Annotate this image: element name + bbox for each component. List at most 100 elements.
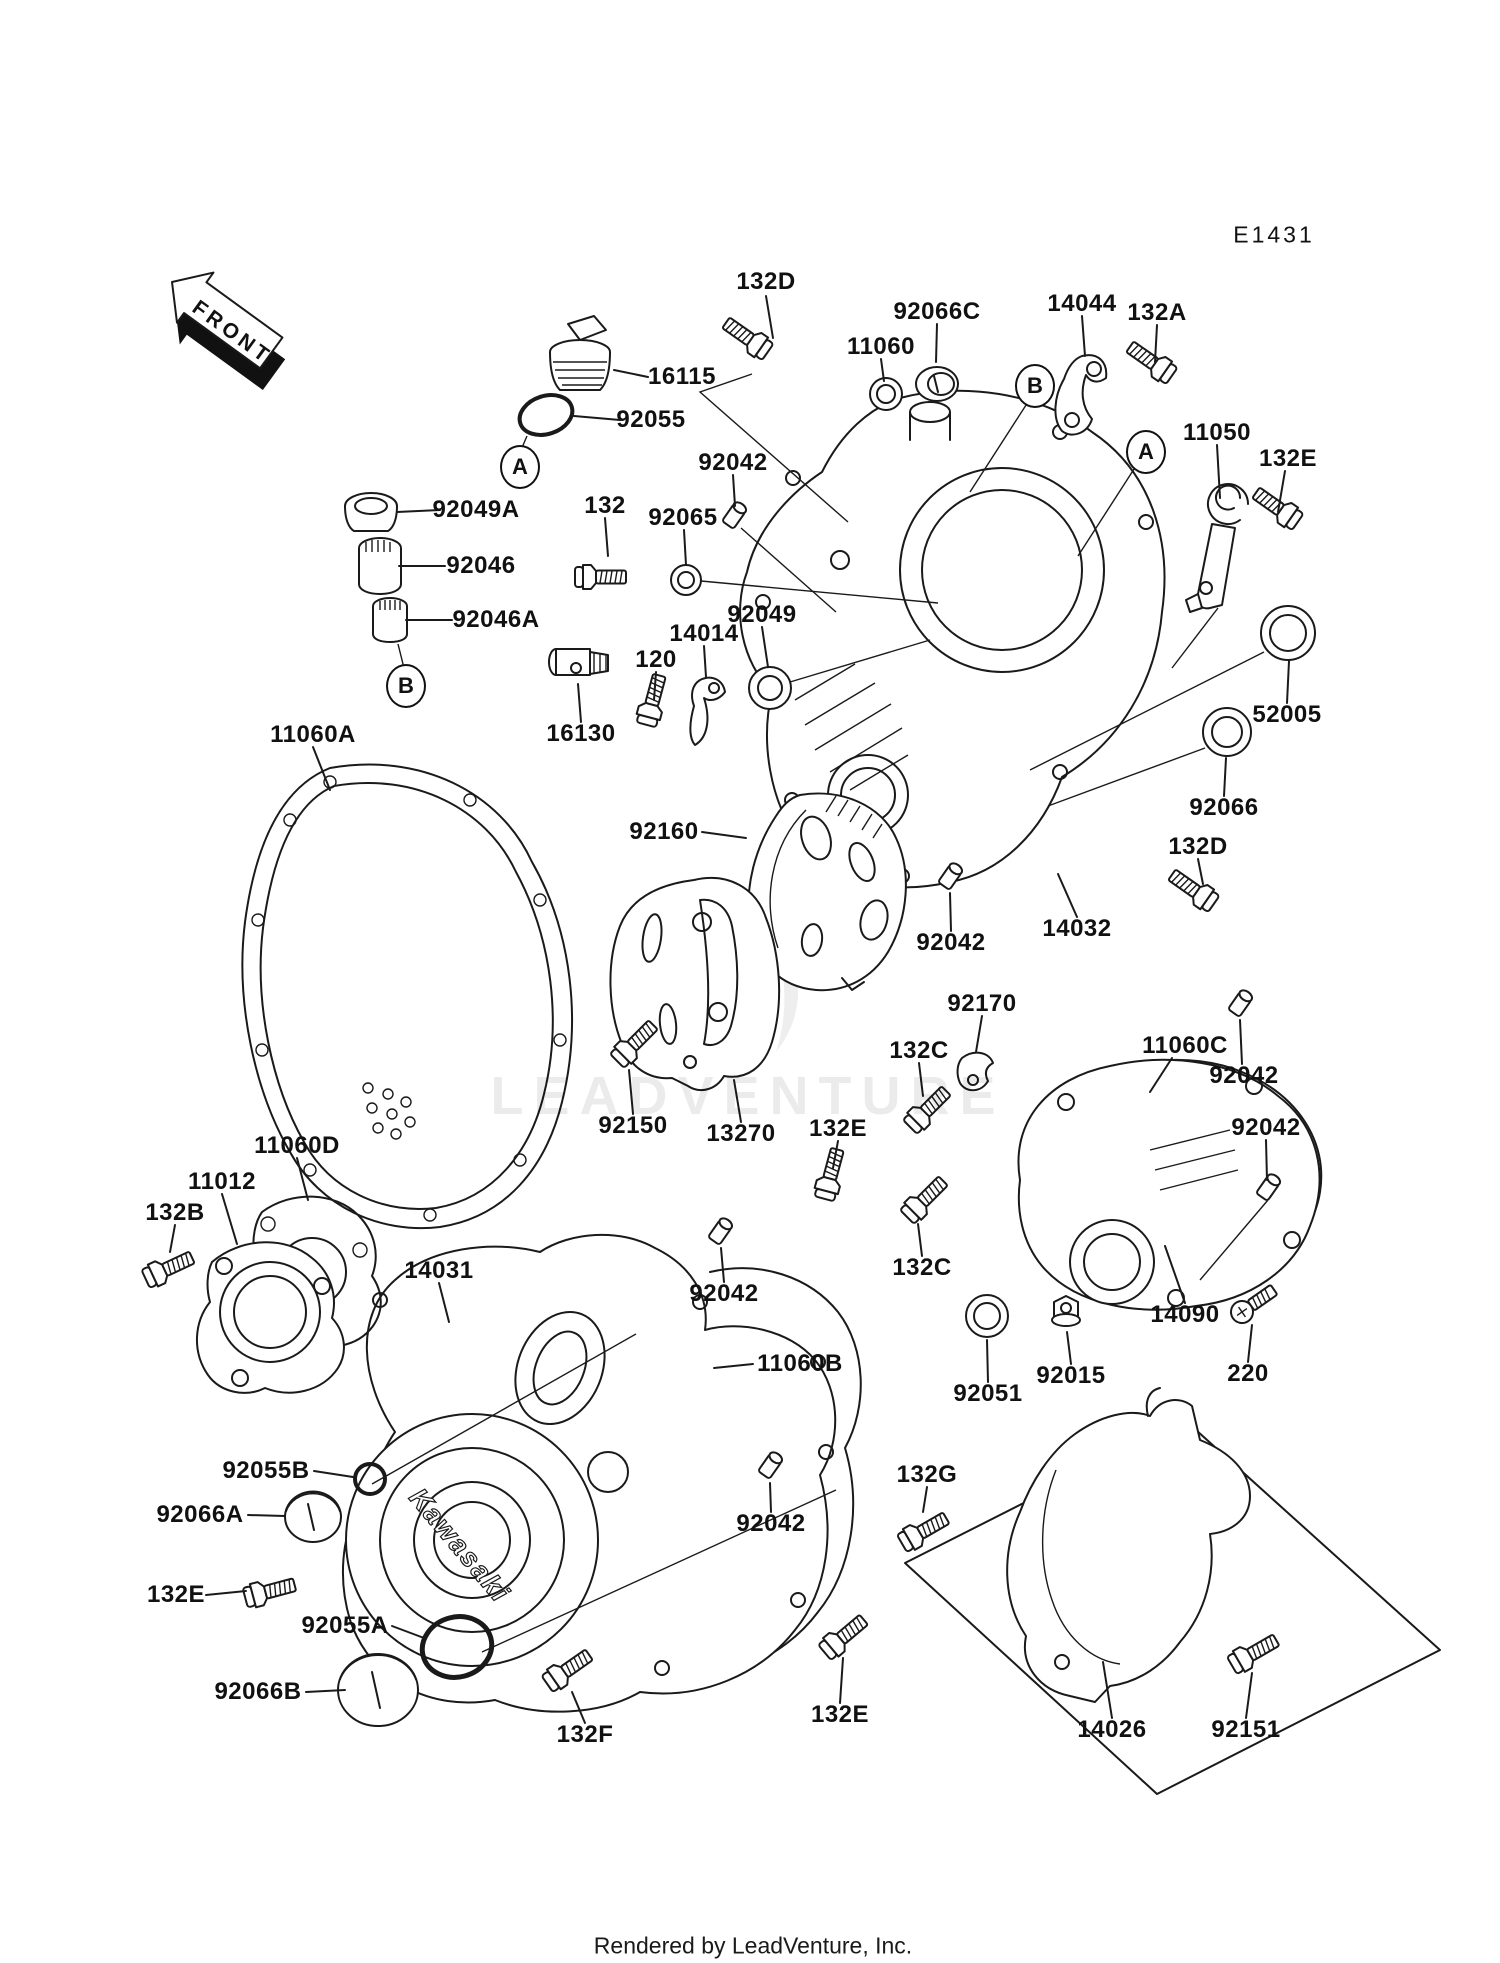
part-label-132c-41: 132C	[892, 1254, 952, 1281]
leader-line-92042-25	[949, 892, 952, 932]
part-label-14044-8: 14044	[1047, 290, 1117, 317]
bolt-132E-mid	[811, 1145, 850, 1203]
part-label-92042-38: 92042	[689, 1280, 759, 1307]
seal-11060-drawing	[869, 377, 903, 411]
leader-line-92049a-3	[396, 509, 441, 513]
seal-92051-drawing	[965, 1294, 1009, 1338]
bolt-92151	[1224, 1628, 1284, 1677]
assembly-lines	[371, 373, 1269, 1653]
part-label-14014-16: 14014	[669, 620, 739, 647]
footer-credit: Rendered by LeadVenture, Inc.	[593, 1932, 913, 1959]
part-label-11060d-34: 11060D	[254, 1132, 340, 1159]
part-label-92055b-47: 92055B	[222, 1457, 310, 1484]
part-label-132g-42: 132G	[896, 1461, 958, 1488]
leader-line-14090-43	[1164, 1245, 1186, 1304]
part-label-92042-40: 92042	[736, 1510, 806, 1537]
part-label-13270-32: 13270	[706, 1120, 776, 1147]
leader-line-14026-54	[1102, 1661, 1113, 1719]
bolt-132E-left	[241, 1572, 299, 1611]
part-label-92051-44: 92051	[953, 1380, 1023, 1407]
part-label-132f-52: 132F	[556, 1721, 614, 1748]
leader-line-92150-31	[628, 1069, 634, 1115]
part-label-92049-15: 92049	[727, 601, 797, 628]
leader-line-92042-30	[1265, 1139, 1268, 1181]
dowel-pin-92042-c	[1226, 987, 1256, 1019]
part-label-132c-27: 132C	[889, 1037, 949, 1064]
part-label-132e-49: 132E	[146, 1581, 206, 1608]
cover-gasket-11060A-drawing	[241, 763, 573, 1229]
crankcase-cover-14031-drawing: Kawasaki	[341, 1233, 862, 1713]
bolt-132G	[894, 1506, 954, 1555]
leader-line-132e-49	[205, 1590, 247, 1596]
cover-14090-drawing	[1017, 1058, 1323, 1311]
part-label-14031-37: 14031	[404, 1257, 474, 1284]
dowel-pin-92042-e	[706, 1215, 736, 1247]
bolt-132C-b	[897, 1171, 953, 1227]
part-label-92049a-3: 92049A	[432, 496, 520, 523]
seal-92049-drawing	[748, 666, 792, 710]
leader-line-132f-52	[571, 1691, 586, 1724]
leader-line-132g-42	[922, 1486, 928, 1513]
plate-13270-drawing	[609, 877, 781, 1092]
leader-line-132a-9	[1154, 324, 1158, 363]
leader-line-11060c-28	[1149, 1057, 1173, 1093]
reference-marker-a-0: A	[500, 445, 540, 489]
leader-line-132-13	[604, 517, 609, 557]
leader-line-220-46	[1247, 1324, 1253, 1363]
part-label-92066c-7: 92066C	[893, 298, 981, 325]
leader-line-132c-41	[917, 1223, 923, 1257]
part-label-92066b-51: 92066B	[214, 1678, 302, 1705]
leader-line-11060d-34	[296, 1157, 309, 1201]
part-label-92015-45: 92015	[1036, 1362, 1106, 1389]
bracket-14044-drawing	[1054, 354, 1108, 436]
leader-line-132d-0	[765, 295, 774, 339]
part-label-92042-29: 92042	[1209, 1062, 1279, 1089]
front-arrow: FRONT	[171, 271, 286, 391]
leader-line-132b-36	[169, 1224, 176, 1253]
part-label-92151-55: 92151	[1211, 1716, 1281, 1743]
leader-line-14014-16	[703, 645, 707, 678]
leader-line-92065-14	[683, 529, 687, 566]
bolt-132A	[1122, 335, 1180, 387]
part-label-132e-53: 132E	[810, 1701, 870, 1728]
bolt-120	[633, 671, 672, 729]
leader-line-132c-27	[918, 1062, 924, 1097]
leader-line-92042-12	[732, 474, 736, 507]
leader-line-92066-22	[1223, 757, 1227, 797]
leader-line-92055a-50	[391, 1625, 425, 1639]
part-label-132-13: 132	[584, 492, 626, 519]
leader-line-92051-44	[986, 1339, 989, 1383]
nut-92015-drawing	[1051, 1295, 1081, 1327]
part-label-11060a-19: 11060A	[270, 721, 356, 748]
part-label-92170-26: 92170	[947, 990, 1017, 1017]
part-label-132d-0: 132D	[736, 268, 796, 295]
leader-lines	[169, 295, 1290, 1724]
plug-92066C-drawing	[915, 366, 959, 402]
seal-52005-drawing	[1260, 605, 1316, 661]
part-label-11060-6: 11060	[847, 333, 915, 360]
bolt-132D-right	[1164, 863, 1222, 915]
part-label-92042-30: 92042	[1231, 1114, 1301, 1141]
bolt-132	[574, 564, 627, 590]
plug-92066A-drawing	[284, 1490, 342, 1543]
oring-92055A-drawing	[419, 1614, 495, 1680]
leader-line-120-17	[653, 671, 657, 701]
plug-92066B-drawing	[337, 1653, 419, 1727]
leader-line-92066c-7	[935, 323, 938, 363]
reference-marker-b-2: B	[1015, 364, 1055, 408]
oring-92055-drawing	[517, 393, 575, 437]
part-label-132d-23: 132D	[1168, 833, 1228, 860]
leader-line-132d-23	[1197, 858, 1204, 885]
leader-line-11060b-39	[713, 1363, 754, 1369]
bolt-132E-bottom	[815, 1609, 873, 1663]
leader-line-92042-40	[769, 1482, 772, 1513]
part-label-16115-1: 16115	[648, 363, 716, 390]
bearing-92046A-drawing	[372, 597, 408, 643]
leader-line-11060-6	[880, 358, 885, 382]
leader-line-92066a-48	[247, 1514, 286, 1517]
leader-line-92015-45	[1066, 1331, 1072, 1365]
leader-line-92042-38	[720, 1247, 725, 1283]
part-label-92055-2: 92055	[616, 406, 686, 433]
part-label-120-17: 120	[635, 646, 677, 673]
